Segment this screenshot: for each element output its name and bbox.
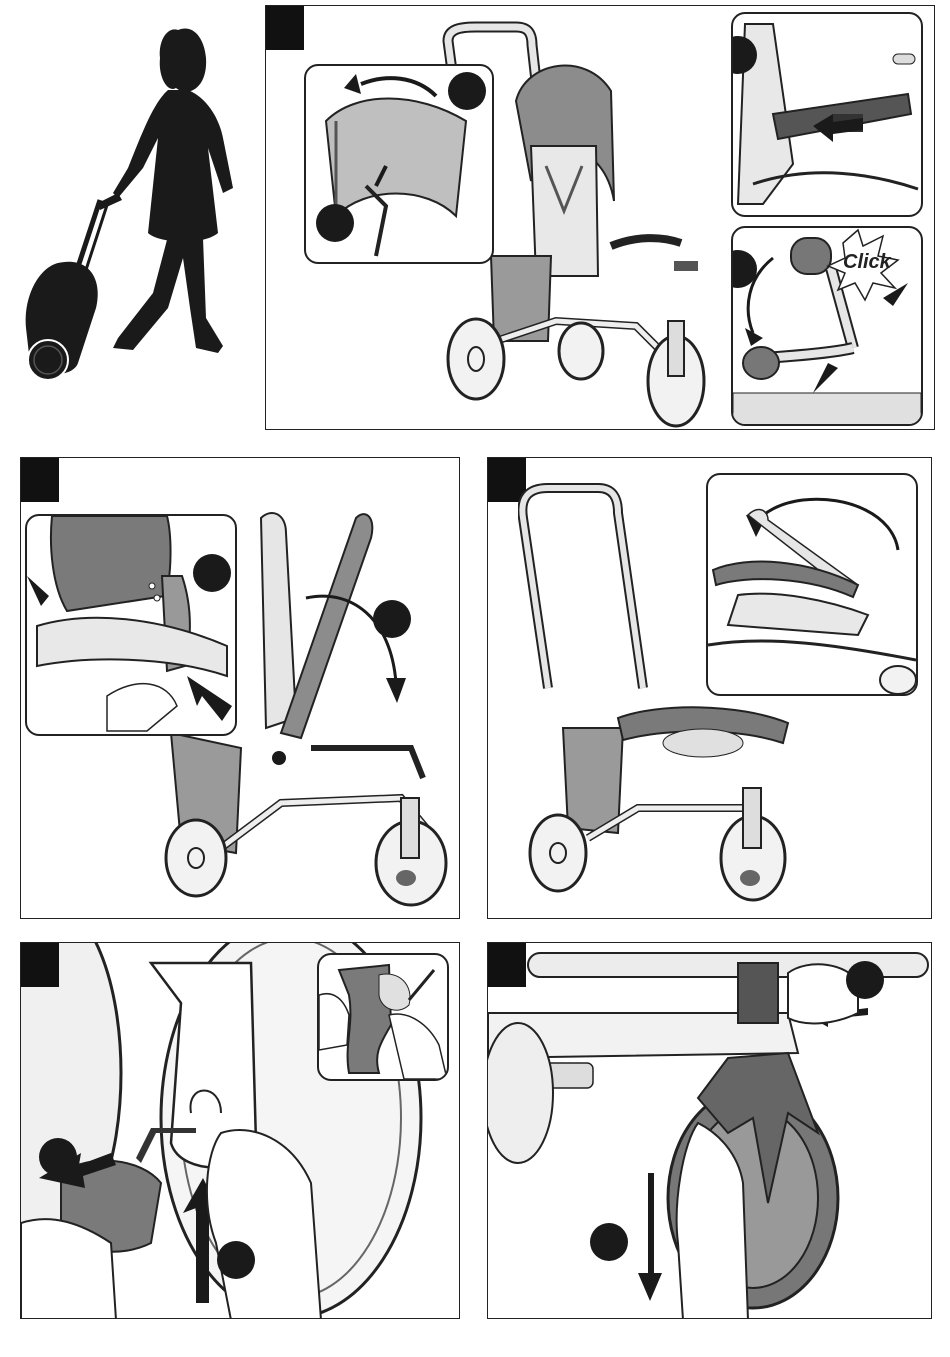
step-marker-dot <box>448 72 486 110</box>
step-number-tab <box>21 943 59 987</box>
panel-footrest-removal <box>20 942 460 1319</box>
front-wheel-removal-illustration <box>488 943 932 1319</box>
click-label: Click <box>843 251 892 273</box>
step-marker-dot <box>316 204 354 242</box>
handle-click-illustration: Click <box>733 228 921 424</box>
callout-footrest-detail <box>317 953 449 1081</box>
panel-seat-fold-down <box>487 457 932 919</box>
callout-seat-release <box>25 514 237 736</box>
panel-folded-carry <box>18 18 258 388</box>
panel-seat-recline <box>20 457 460 919</box>
panel-front-wheel-removal <box>487 942 932 1319</box>
callout-bumper-bar-clip <box>731 12 923 217</box>
step-marker-dot <box>590 1223 628 1261</box>
panel-canopy-and-bumper: Click <box>265 5 935 430</box>
callout-canopy-fold <box>304 64 494 264</box>
backrest-fold-illustration <box>708 475 916 694</box>
step-marker-dot <box>193 554 231 592</box>
step-number-tab <box>488 943 526 987</box>
callout-backrest-fold <box>706 473 918 696</box>
step-number-tab <box>266 6 304 50</box>
step-marker-dot <box>217 1241 255 1279</box>
step-number-tab <box>21 458 59 502</box>
folded-trike-silhouette-icon <box>18 188 138 388</box>
callout-handle-click: Click <box>731 226 923 426</box>
bumper-clip-illustration <box>733 14 921 214</box>
step-marker-dot <box>373 600 411 638</box>
step-marker-dot <box>39 1138 77 1176</box>
seat-release-illustration <box>27 516 235 734</box>
footrest-detail-illustration <box>319 955 447 1079</box>
step-marker-dot <box>846 961 884 999</box>
